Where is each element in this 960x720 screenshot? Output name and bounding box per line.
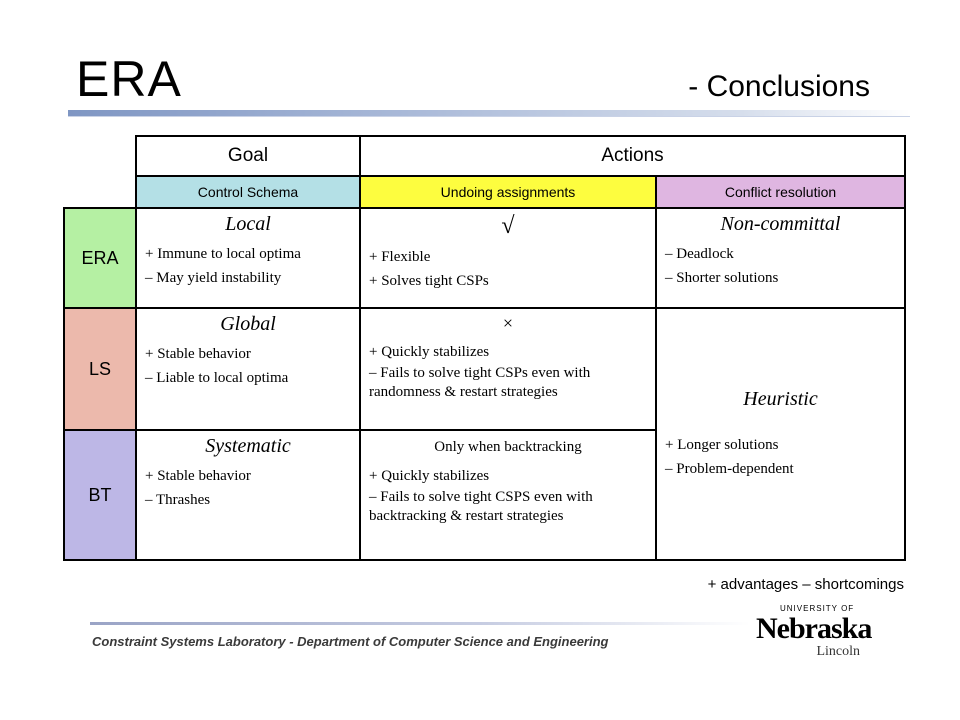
era-control-cell: Local + Immune to local optima – May yie… xyxy=(135,207,361,309)
footer-divider xyxy=(90,622,750,625)
row-label-bt: BT xyxy=(63,429,137,561)
era-control-line: – May yield instability xyxy=(145,270,282,286)
subheader-control-schema: Control Schema xyxy=(135,175,361,209)
logo-univ: UNIVERSITY OF xyxy=(780,604,855,613)
bt-undoing-line: + Quickly stabilizes xyxy=(369,468,490,484)
header-goal: Goal xyxy=(135,135,361,177)
heuristic-conflict-cell: Heuristic + Longer solutions – Problem-d… xyxy=(655,307,906,561)
row-label-ls: LS xyxy=(63,307,137,431)
bt-undoing-cell: Only when backtracking + Quickly stabili… xyxy=(359,429,657,561)
logo-city: Lincoln xyxy=(816,644,860,659)
header-actions: Actions xyxy=(359,135,906,177)
legend: + advantages – shortcomings xyxy=(707,576,904,593)
heuristic-head: Heuristic xyxy=(743,387,818,410)
bt-control-line: + Stable behavior xyxy=(145,468,251,484)
university-logo: UNIVERSITY OF Nebraska Lincoln xyxy=(752,602,872,662)
ls-control-line: – Liable to local optima xyxy=(145,370,289,386)
era-control-line: + Immune to local optima xyxy=(145,246,301,262)
subheader-row: Control Schema Undoing assignments Confl… xyxy=(64,175,906,209)
corner-cell xyxy=(64,136,136,208)
logo-name: Nebraska xyxy=(756,612,872,645)
era-conflict-line: – Shorter solutions xyxy=(665,270,779,286)
era-conflict-head: Non-committal xyxy=(720,213,841,235)
era-control-head: Local xyxy=(225,213,271,235)
bt-control-head: Systematic xyxy=(205,435,291,457)
era-undoing-cell: √ + Flexible + Solves tight CSPs xyxy=(359,207,657,309)
slide-title: ERA xyxy=(76,51,182,107)
era-undoing-line: + Solves tight CSPs xyxy=(369,273,489,289)
subheader-undoing-assignments: Undoing assignments xyxy=(359,175,657,209)
comparison-table: Goal Actions Control Schema Undoing assi… xyxy=(63,135,906,561)
era-undoing-line: + Flexible xyxy=(369,249,431,265)
bt-undoing-head: Only when backtracking xyxy=(434,439,582,455)
header-row: Goal Actions xyxy=(64,135,906,208)
bt-undoing-line: – Fails to solve tight CSPS even with ba… xyxy=(369,489,593,524)
ls-undoing-line: + Quickly stabilizes xyxy=(369,344,490,360)
slide-subtitle: - Conclusions xyxy=(688,70,870,103)
bt-control-line: – Thrashes xyxy=(145,492,211,508)
row-label-era: ERA xyxy=(63,207,137,309)
bt-control-cell: Systematic + Stable behavior – Thrashes xyxy=(135,429,361,561)
ls-control-cell: Global + Stable behavior – Liable to loc… xyxy=(135,307,361,431)
check-icon: √ xyxy=(501,213,515,239)
table-row-ls: LS Global + Stable behavior – Liable to … xyxy=(63,307,906,561)
era-conflict-cell: Non-committal – Deadlock – Shorter solut… xyxy=(655,207,906,309)
table-row-bt: BT Systematic + Stable behavior – Thrash… xyxy=(63,429,905,561)
ls-undoing-cell: × + Quickly stabilizes – Fails to solve … xyxy=(359,307,657,431)
heuristic-line: – Problem-dependent xyxy=(665,460,794,477)
footer-lab-name: Constraint Systems Laboratory - Departme… xyxy=(92,634,609,649)
title-divider xyxy=(68,110,910,117)
cross-icon: × xyxy=(502,313,514,333)
ls-undoing-line: – Fails to solve tight CSPs even with ra… xyxy=(369,365,591,400)
heuristic-line: + Longer solutions xyxy=(665,436,779,453)
ls-control-head: Global xyxy=(220,313,276,335)
table-row-era: ERA Local + Immune to local optima – May… xyxy=(63,207,906,309)
era-conflict-line: – Deadlock xyxy=(665,246,734,262)
ls-control-line: + Stable behavior xyxy=(145,346,251,362)
subheader-conflict-resolution: Conflict resolution xyxy=(655,175,906,209)
